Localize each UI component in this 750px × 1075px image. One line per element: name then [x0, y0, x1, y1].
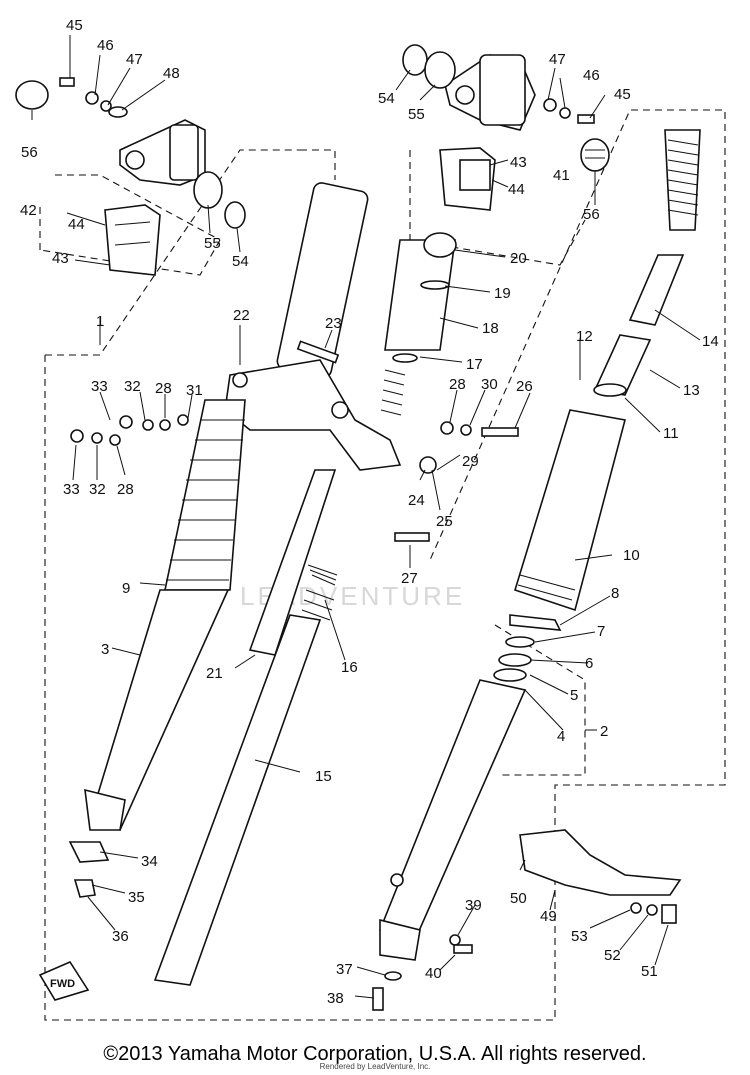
left-fork-assembly: [68, 182, 519, 898]
callout-label: 31: [186, 382, 203, 399]
callout-label: 46: [583, 67, 600, 84]
callout-label: 19: [494, 285, 511, 302]
callout-label: 8: [611, 585, 619, 602]
handle-holder-right: [402, 44, 610, 211]
fwd-arrow-icon: FWD: [38, 960, 90, 1001]
callout-label: 47: [126, 51, 143, 68]
callout-label: 27: [401, 570, 418, 587]
callout-label: 30: [481, 376, 498, 393]
rendered-by-note: Rendered by LeadVenture, Inc.: [319, 1062, 431, 1071]
callout-label: 45: [66, 17, 83, 34]
callout-label: 43: [52, 250, 69, 267]
callout-label: 7: [597, 623, 605, 640]
callout-label: 14: [702, 333, 719, 350]
callout-label: 25: [436, 513, 453, 530]
callout-label: 21: [206, 665, 223, 682]
callout-label: 47: [549, 51, 566, 68]
leader-lines: [31, 35, 701, 999]
callout-label: 11: [663, 425, 679, 442]
callout-label: 39: [465, 897, 482, 914]
copyright-footer: ©2013 Yamaha Motor Corporation, U.S.A. A…: [103, 1043, 647, 1065]
callout-label: 22: [233, 307, 250, 324]
callout-label: 55: [204, 235, 221, 252]
callout-label: 2: [600, 723, 608, 740]
callout-label: 51: [641, 963, 658, 980]
inner-tubes: [153, 232, 457, 986]
callout-label: 33: [63, 481, 80, 498]
callout-label: 24: [408, 492, 425, 509]
callout-label: 1: [96, 313, 104, 330]
callout-label: 16: [341, 659, 358, 676]
callout-label: 38: [327, 990, 344, 1007]
callout-label: 6: [585, 655, 593, 672]
callout-label: 41: [553, 167, 570, 184]
callout-label: 32: [89, 481, 106, 498]
callout-label: 15: [315, 768, 332, 785]
callout-label: 4: [557, 728, 565, 745]
callout-label: 45: [614, 86, 631, 103]
callout-labels: 45 46 47 48 56 42 44 43 55 54 47 46 45 5…: [20, 17, 719, 1007]
callout-label: 23: [325, 315, 342, 332]
callout-label: 12: [576, 328, 593, 345]
callout-label: 26: [516, 378, 533, 395]
callout-label: 54: [378, 90, 395, 107]
callout-label: 56: [21, 144, 38, 161]
callout-label: 3: [101, 641, 109, 658]
callout-label: 55: [408, 106, 425, 123]
callout-label: 32: [124, 378, 141, 395]
callout-label: 5: [570, 687, 578, 704]
callout-label: 53: [571, 928, 588, 945]
callout-label: 18: [482, 320, 499, 337]
callout-label: 20: [510, 250, 527, 267]
handle-holder-left: [15, 77, 246, 276]
right-fork-assembly: [372, 129, 701, 1011]
callout-label: 43: [510, 154, 527, 171]
callout-label: 28: [449, 376, 466, 393]
callout-label: 13: [683, 382, 700, 399]
parts-diagram: LEADVENTURE: [15, 17, 726, 1021]
callout-label: 29: [462, 453, 479, 470]
callout-label: 33: [91, 378, 108, 395]
callout-label: 35: [128, 889, 145, 906]
callout-label: 42: [20, 202, 37, 219]
callout-label: 44: [508, 181, 525, 198]
callout-label: 37: [336, 961, 353, 978]
callout-label: 40: [425, 965, 442, 982]
callout-label: 34: [141, 853, 158, 870]
callout-label: 36: [112, 928, 129, 945]
callout-label: 10: [623, 547, 640, 564]
callout-label: 46: [97, 37, 114, 54]
callout-label: 52: [604, 947, 621, 964]
assembly-boundaries: [39, 109, 726, 1021]
callout-label: 54: [232, 253, 249, 270]
callout-label: 17: [466, 356, 483, 373]
callout-label: 9: [122, 580, 130, 597]
callout-label: 48: [163, 65, 180, 82]
callout-label: 28: [155, 380, 172, 397]
callout-label: 49: [540, 908, 557, 925]
callout-label: 28: [117, 481, 134, 498]
callout-label: 56: [583, 206, 600, 223]
callout-label: 44: [68, 216, 85, 233]
svg-text:FWD: FWD: [50, 978, 75, 990]
callout-label: 50: [510, 890, 527, 907]
